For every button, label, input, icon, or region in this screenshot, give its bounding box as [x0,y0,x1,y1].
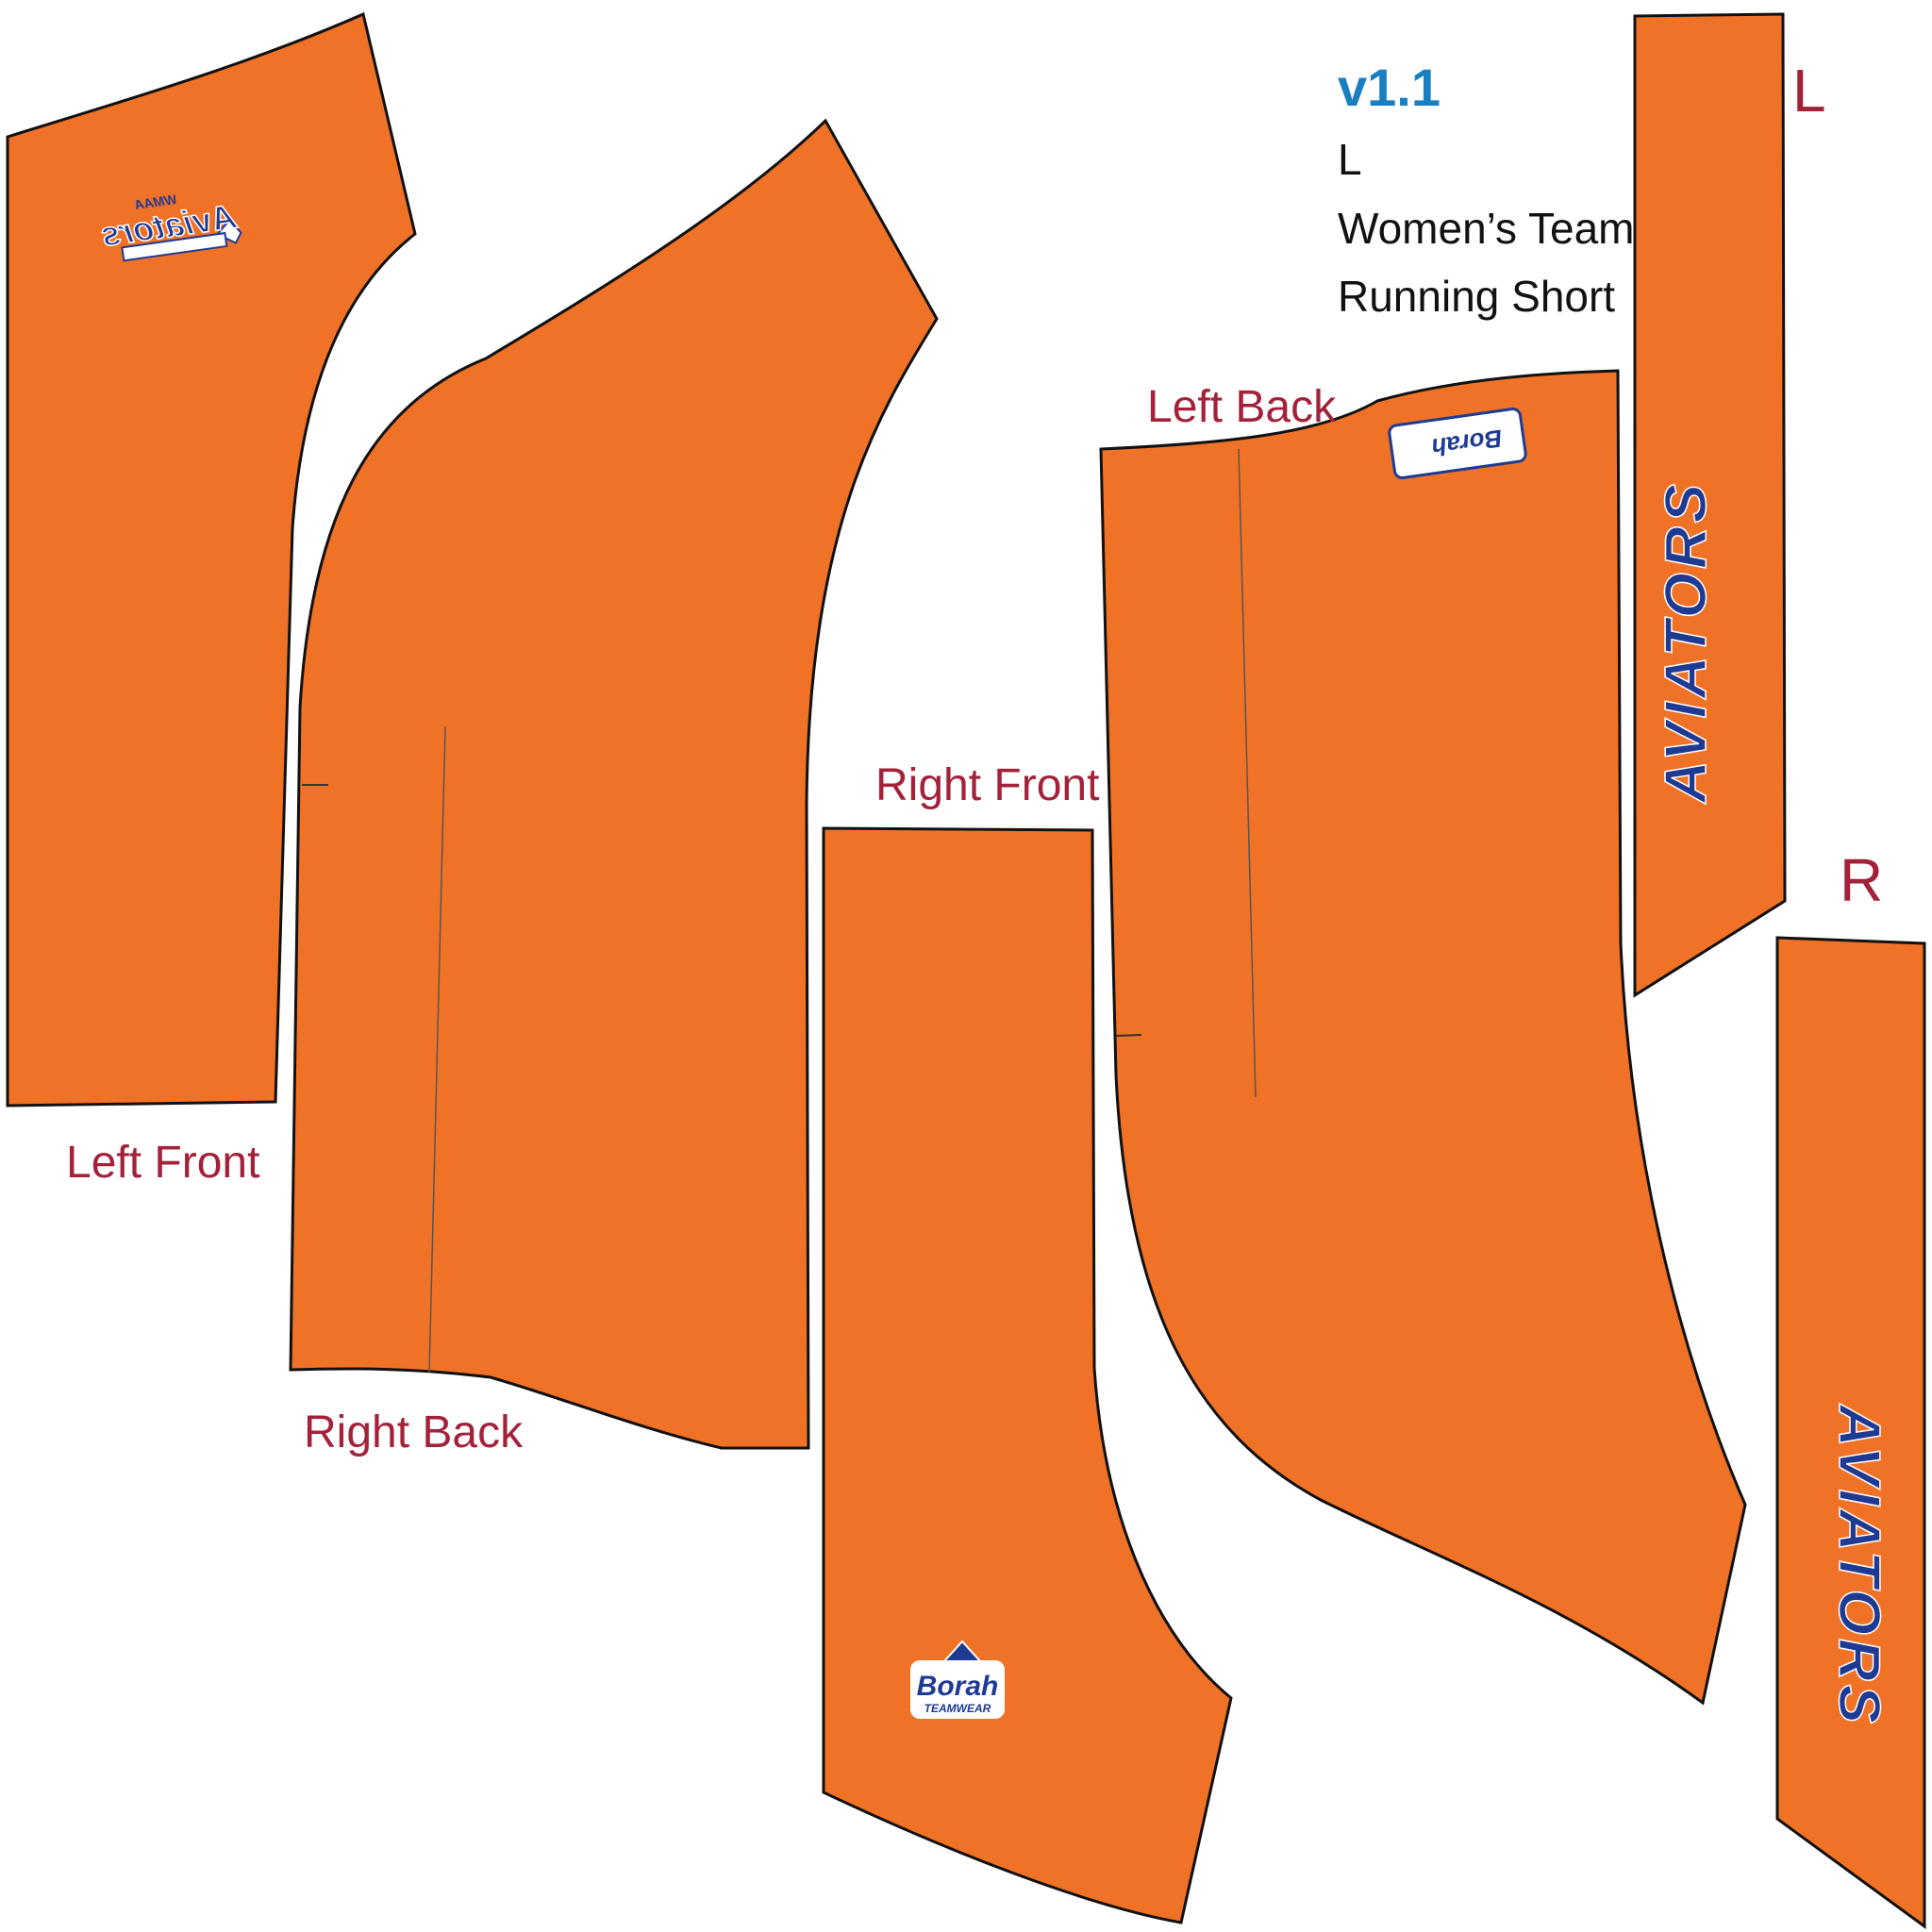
label-right-back: Right Back [304,1407,524,1457]
left-front-panel [6,11,417,1108]
product-line-2: Running Short [1338,272,1615,321]
size-value: L [1338,135,1362,184]
borah-care-label: Borah [1388,408,1527,479]
right-back-seam-line [428,725,446,1374]
borah-teamwear-logo: Borah TEAMWEAR [910,1640,1005,1719]
product-line-1: Women’s Team [1338,204,1634,253]
aviators-logo-stripes [121,231,228,262]
version-number: v1.1 [1338,58,1441,117]
side-strip-left-panel [1633,12,1787,998]
aviators-logo: Aviators WMAA [98,192,242,262]
side-strip-right-wordmark: AVIATORS [1826,1403,1891,1727]
label-size-left: L [1792,57,1826,125]
side-strip-left-wordmark: AVIATORS [1654,480,1719,805]
borah-care-label-frame [1388,408,1527,479]
label-size-right: R [1840,846,1883,914]
left-back-notch [1115,1034,1142,1037]
left-back-panel [1099,369,1747,1706]
label-left-back: Left Back [1147,382,1337,432]
aviators-logo-sub: WMAA [134,192,178,212]
borah-logo-text: Borah [917,1671,999,1702]
right-back-panel [289,118,939,1450]
side-strip-right-panel [1775,936,1926,1929]
label-right-front: Right Front [875,760,1099,810]
left-back-seam-line [1238,448,1257,1098]
borah-logo-sub: TEAMWEAR [924,1702,991,1715]
right-front-panel [822,826,1233,1924]
label-left-front: Left Front [66,1138,259,1188]
borah-teamwear-logo-frame [910,1660,1005,1719]
